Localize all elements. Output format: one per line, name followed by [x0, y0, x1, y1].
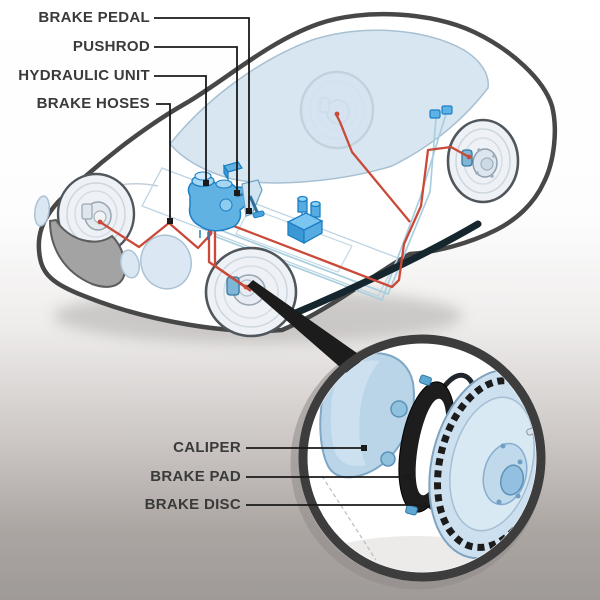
label-hydraulic-unit: HYDRAULIC UNIT — [18, 67, 150, 84]
front-ovals — [34, 195, 192, 290]
hydraulic-unit — [187, 161, 249, 240]
magnifier-pointer — [247, 280, 364, 374]
label-brake-pedal: BRAKE PEDAL — [38, 9, 150, 26]
magnifier-ring — [298, 334, 546, 582]
label-pushrod: PUSHROD — [72, 38, 150, 55]
wheel-front-near — [204, 246, 298, 338]
control-unit — [286, 195, 324, 245]
label-brake-disc: BRAKE DISC — [144, 496, 241, 513]
label-brake-hoses: BRAKE HOSES — [36, 95, 150, 112]
wheel-front-far — [56, 172, 136, 256]
label-brake-pad: BRAKE PAD — [150, 468, 241, 485]
leader-lines — [154, 17, 422, 506]
brake-lines-red — [97, 111, 472, 292]
label-caliper: CALIPER — [173, 439, 241, 456]
wheel-rear-near — [446, 118, 520, 204]
leader-endpoints — [167, 180, 427, 508]
caliper-drawing — [319, 352, 415, 479]
magnifier-callout — [247, 280, 546, 590]
